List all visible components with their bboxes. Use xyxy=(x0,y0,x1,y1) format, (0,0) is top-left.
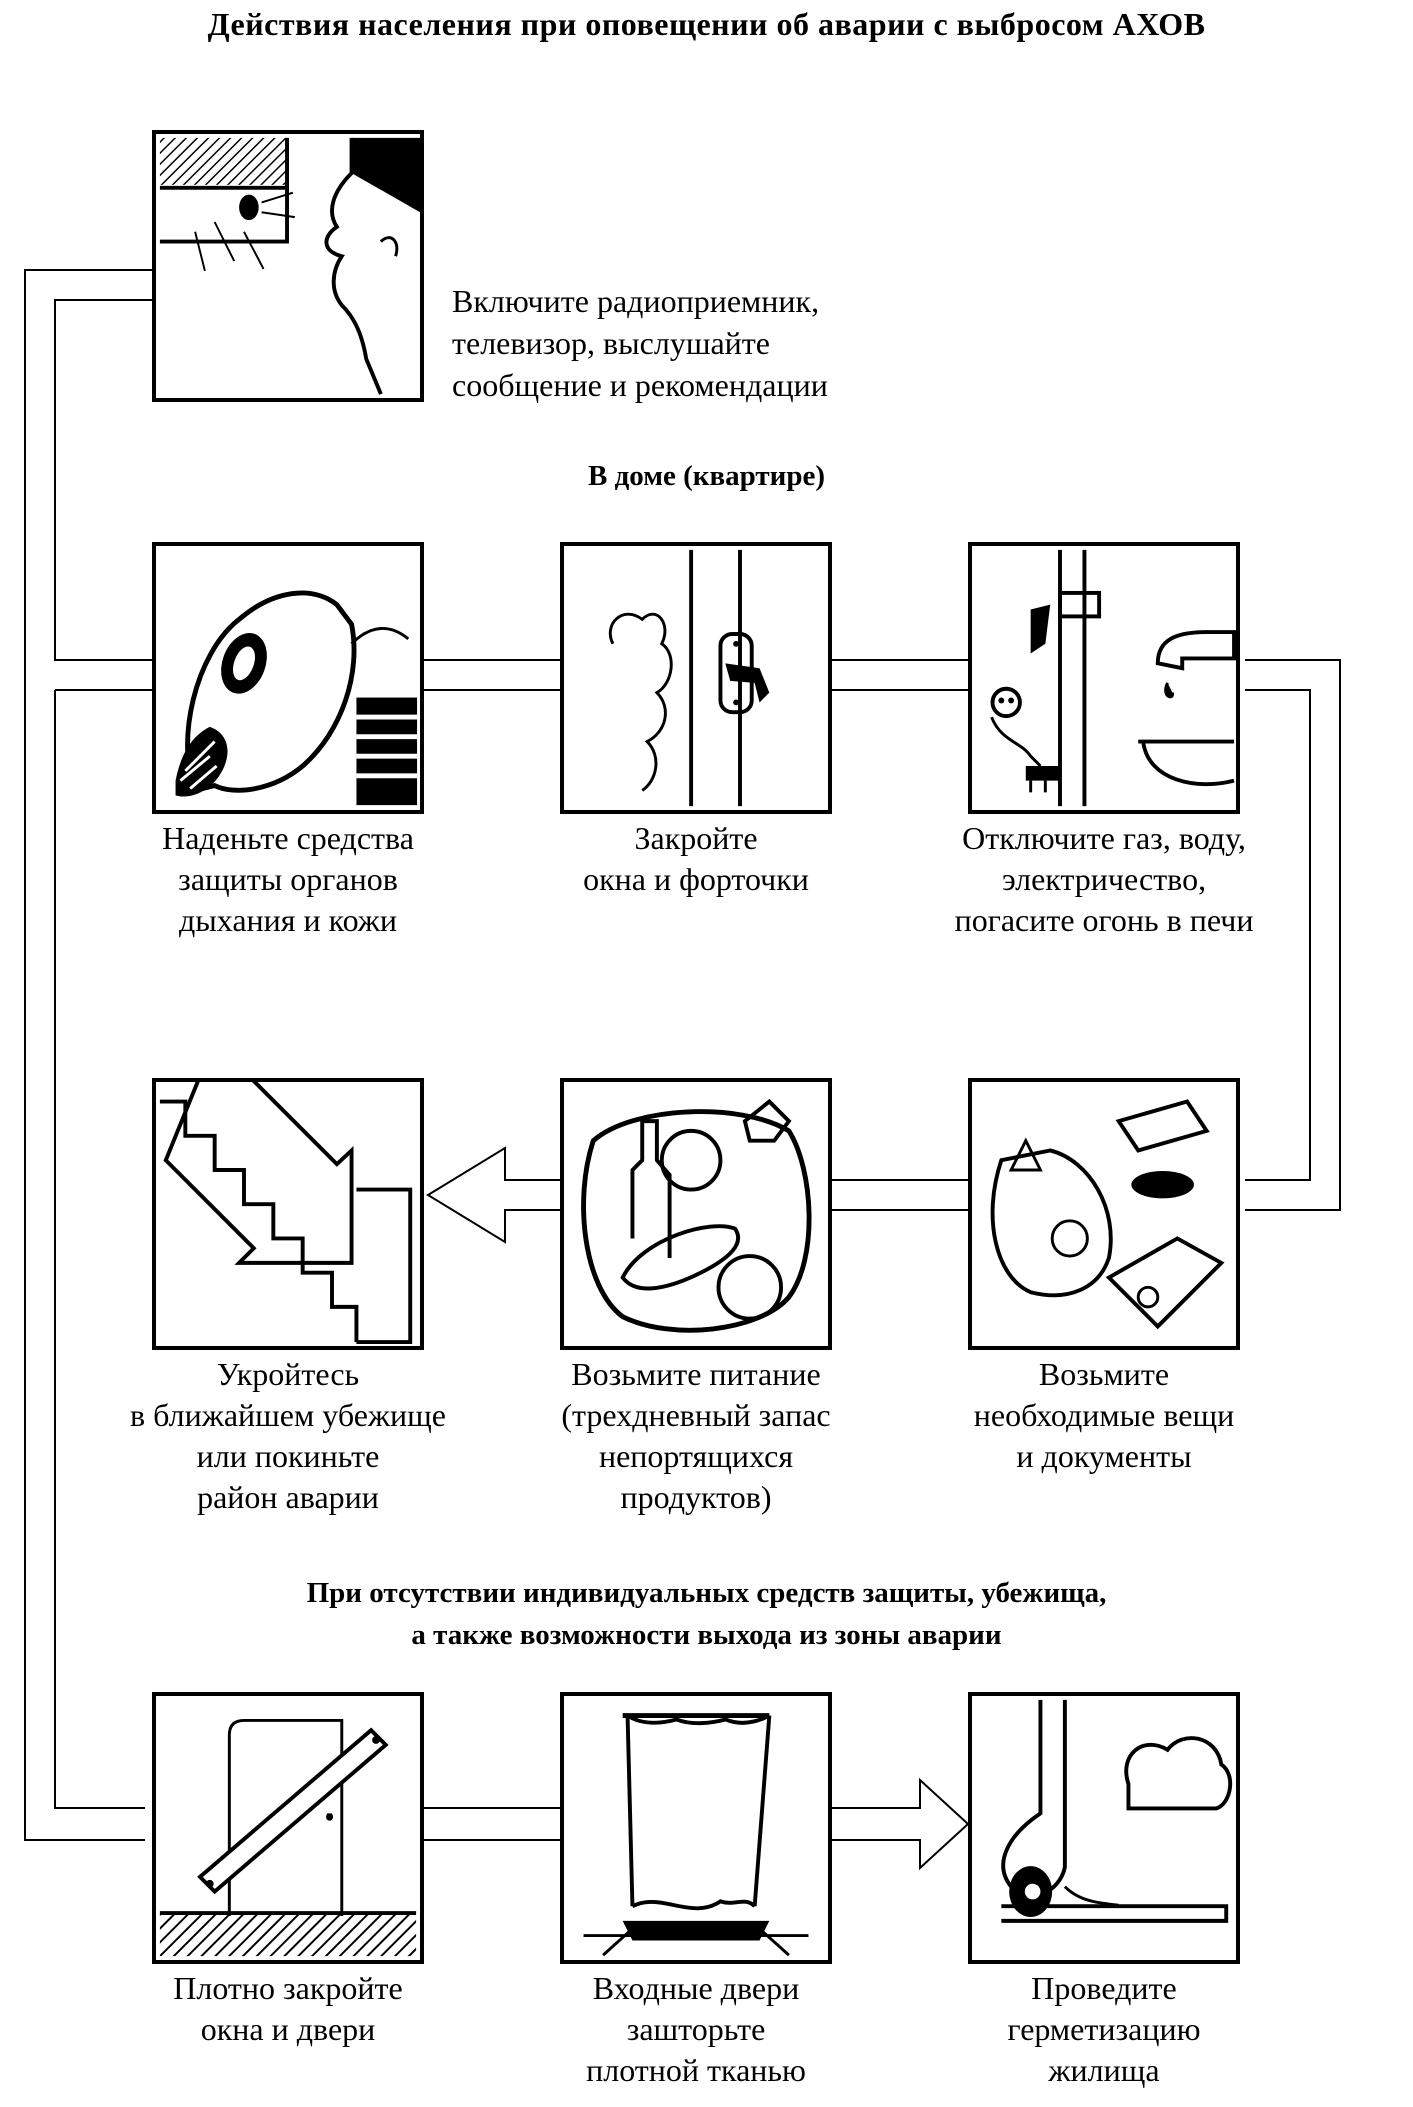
caption-line: дыхания и кожи xyxy=(178,902,397,938)
caption-line: Плотно закройте xyxy=(173,1970,403,2006)
section-no-protection-heading: При отсутствии индивидуальных средств за… xyxy=(0,1572,1413,1656)
caption-line: плотной тканью xyxy=(586,2052,806,2088)
caption-line: защиты органов xyxy=(178,861,398,897)
step-shelter xyxy=(152,1078,424,1350)
caption-line: погасите огонь в печи xyxy=(954,902,1254,938)
step-close-doors xyxy=(152,1692,424,1964)
step-caption: Отключите газ, воду, электричество, пога… xyxy=(916,818,1292,941)
caption-line: непортящихся xyxy=(598,1438,794,1474)
caption-line: Возьмите xyxy=(1038,1356,1170,1392)
caption-line: Возьмите питание xyxy=(571,1356,821,1392)
intro-line: телевизор, выслушайте xyxy=(452,325,770,361)
radio-picture xyxy=(152,130,424,402)
step-caption: Проведите герметизацию жилища xyxy=(916,1968,1292,2091)
page-title: Действия населения при оповещении об ава… xyxy=(207,6,1206,42)
door-bar-icon xyxy=(159,1718,417,1957)
caption-line: (трехдневный запас xyxy=(561,1397,831,1433)
radio-icon xyxy=(159,137,420,395)
heading-line: При отсутствии индивидуальных средств за… xyxy=(306,1577,1107,1609)
step-close-windows xyxy=(560,542,832,814)
intro-text: Включите радиоприемник, телевизор, выслу… xyxy=(452,280,828,406)
step-caption: Возьмите питание (трехдневный запас непо… xyxy=(508,1354,884,1518)
caption-line: Отключите газ, воду, xyxy=(962,820,1246,856)
intro-line: Включите радиоприемник, xyxy=(452,283,820,319)
caption-line: Проведите xyxy=(1031,1970,1177,2006)
caption-line: жилища xyxy=(1048,2052,1160,2088)
step-caption: Входные двери зашторьте плотной тканью xyxy=(508,1968,884,2091)
step-things-documents xyxy=(968,1078,1240,1350)
stairs-exit-icon xyxy=(159,1082,413,1345)
utilities-icon xyxy=(990,549,1236,807)
sealing-icon xyxy=(1001,1699,1233,1923)
caption-line: зашторьте xyxy=(626,2011,766,2047)
step-caption: Укройтесь в ближайшем убежище или покинь… xyxy=(100,1354,476,1518)
caption-line: продуктов) xyxy=(620,1479,772,1515)
caption-line: Входные двери xyxy=(592,1970,800,2006)
section-home-heading: В доме (квартире) xyxy=(588,460,825,492)
caption-line: окна и двери xyxy=(200,2011,376,2047)
bag-documents-icon xyxy=(990,1099,1225,1330)
caption-line: или покиньте xyxy=(196,1438,380,1474)
caption-line: район аварии xyxy=(197,1479,379,1515)
food-bag-icon xyxy=(581,1098,812,1333)
step-food xyxy=(560,1078,832,1350)
step-curtain-doors xyxy=(560,1692,832,1964)
caption-line: Наденьте средства xyxy=(162,820,414,856)
caption-line: необходимые вещи xyxy=(973,1397,1235,1433)
step-caption: Закройте окна и форточки xyxy=(508,818,884,900)
step-gas-mask xyxy=(152,542,424,814)
caption-line: герметизацию xyxy=(1007,2011,1201,2047)
heading-line: а также возможности выхода из зоны авари… xyxy=(411,1619,1002,1651)
caption-line: Укройтесь xyxy=(216,1356,360,1392)
step-turn-off-utilities xyxy=(968,542,1240,814)
step-seal-home xyxy=(968,1692,1240,1964)
step-caption: Плотно закройте окна и двери xyxy=(100,1968,476,2050)
window-icon xyxy=(608,549,770,807)
caption-line: окна и форточки xyxy=(583,861,809,897)
curtain-icon xyxy=(583,1713,809,1957)
caption-line: в ближайшем убежище xyxy=(130,1397,446,1433)
caption-line: электричество, xyxy=(1001,861,1207,897)
step-caption: Возьмите необходимые вещи и документы xyxy=(916,1354,1292,1477)
gas-mask-icon xyxy=(175,590,418,806)
step-caption: Наденьте средства защиты органов дыхания… xyxy=(100,818,476,941)
caption-line: и документы xyxy=(1016,1438,1192,1474)
intro-line: сообщение и рекомендации xyxy=(452,367,828,403)
caption-line: Закройте xyxy=(634,820,758,856)
